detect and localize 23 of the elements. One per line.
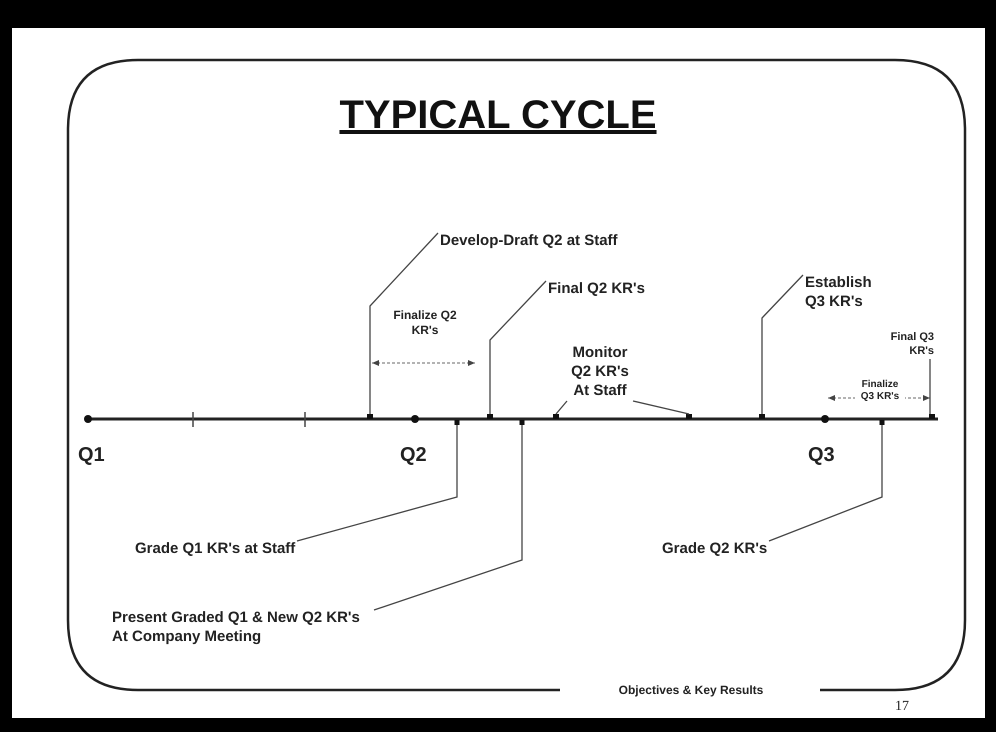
timeline-label: Final Q3 KR's [882,330,934,358]
timeline-label: Final Q2 KR's [548,279,645,298]
timeline-label: Grade Q2 KR's [662,539,768,558]
diagram-title: TYPICAL CYCLE [338,92,658,138]
leader-line [296,425,458,542]
timeline-label: Develop-Draft Q2 at Staff [440,231,618,250]
leader-line [369,232,438,414]
quarter-label: Q1 [78,443,106,467]
dimension-label: Finalize Q3 KR's [855,379,905,403]
leader-line [761,274,804,414]
quarter-label: Q3 [808,443,836,467]
leader-line [632,400,690,415]
leader-line [556,400,568,414]
leader-line [768,425,883,542]
leader-line [489,280,546,414]
quarter-label: Q2 [400,443,428,467]
page-number: 17 [895,699,910,715]
timeline-label: Present Graded Q1 & New Q2 KR's At Company Meeting [112,608,372,646]
timeline-label: Establish Q3 KR's [805,273,895,311]
timeline-label: Grade Q1 KR's at Staff [135,539,296,558]
leader-line [929,359,931,414]
leader-line [374,425,523,611]
timeline-label: Monitor Q2 KR's At Staff [565,343,635,400]
